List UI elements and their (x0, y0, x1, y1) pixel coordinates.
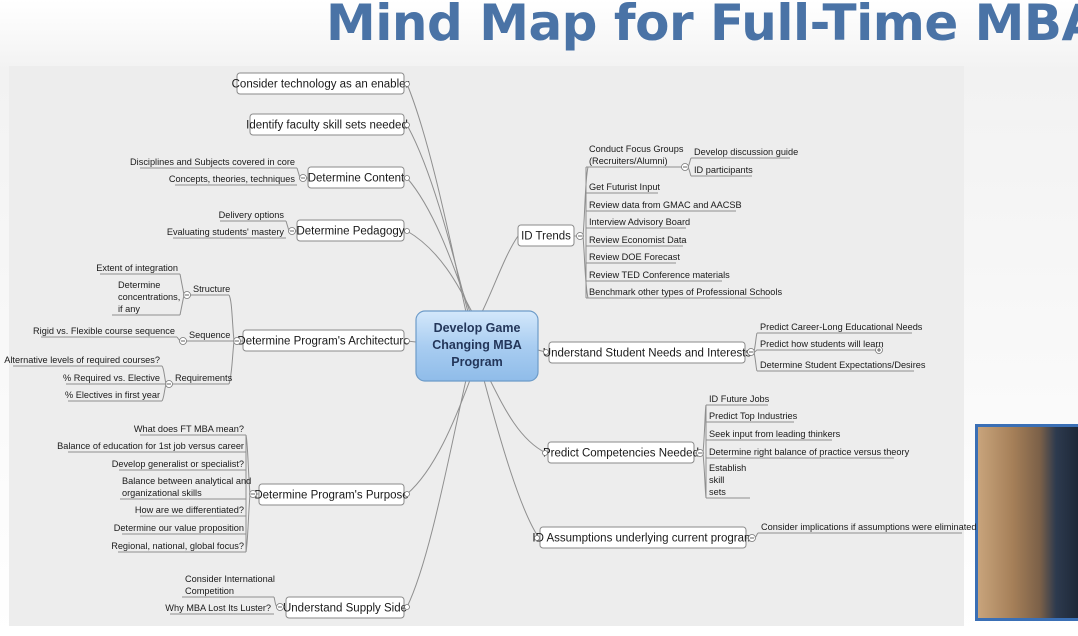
subtopic-doe-forecast: Review DOE Forecast (589, 252, 680, 262)
topic-id-trends[interactable]: ID Trends Conduct Focus Groups (Recruite… (517, 144, 798, 299)
subtopic-intl-line1: Consider International (185, 574, 275, 584)
subtopic-analytical-line1: Balance between analytical and (122, 476, 251, 486)
topic-predict-competencies[interactable]: Predict Competencies Needed ID Future Jo… (542, 394, 910, 499)
webcam-video (978, 427, 1078, 618)
subtopic-how-students-learn: Predict how students will learn (760, 339, 884, 349)
topic-label: Understand Student Needs and Interests (543, 348, 752, 360)
subtopic-leading-thinkers: Seek input from leading thinkers (709, 429, 841, 439)
subtopic-ted-conference: Review TED Conference materials (589, 270, 730, 280)
topic-label: Determine Content (308, 173, 405, 185)
central-connectors (406, 83, 550, 608)
subtopic-alternative-levels: Alternative levels of required courses? (4, 355, 160, 365)
topic-label: ID Assumptions underlying current progra… (532, 533, 753, 545)
topic-supply-side[interactable]: Understand Supply Side Consider Internat… (165, 574, 410, 619)
subtopic-differentiated: How are we differentiated? (135, 505, 244, 515)
topic-label: Determine Pedagogy (296, 226, 404, 238)
subtopic-futurist-input: Get Futurist Input (589, 182, 660, 192)
subtopic-skill-sets-line3: sets (709, 487, 726, 497)
subtopic-intl-line2: Competition (185, 586, 234, 596)
subtopic-skill-sets-line2: skill (709, 475, 724, 485)
topic-consider-technology[interactable]: Consider technology as an enabler (232, 72, 410, 95)
presenter-webcam (975, 424, 1078, 621)
topic-identify-faculty[interactable]: Identify faculty skill sets needed (246, 113, 410, 136)
subtopic-value-proposition: Determine our value proposition (114, 523, 244, 533)
subtopic-benchmark: Benchmark other types of Professional Sc… (589, 287, 782, 297)
subtopic-id-participants: ID participants (694, 165, 753, 175)
subgroup-structure: Structure (193, 284, 230, 294)
slide-title: Mind Map for Full-Time MBA (326, 0, 1078, 52)
subtopic-gmac-aacsb: Review data from GMAC and AACSB (589, 200, 742, 210)
subtopic-practice-theory: Determine right balance of practice vers… (709, 447, 910, 457)
subtopic-economist-data: Review Economist Data (589, 235, 687, 245)
topic-label: Identify faculty skill sets needed (246, 120, 408, 132)
subtopic-extent-integration: Extent of integration (96, 263, 178, 273)
subtopic-career-long-needs: Predict Career-Long Educational Needs (760, 322, 923, 332)
subtopic-disciplines: Disciplines and Subjects covered in core (130, 157, 295, 167)
subtopic-generalist-specialist: Develop generalist or specialist? (112, 459, 244, 469)
central-node[interactable]: Develop Game Changing MBA Program (415, 310, 539, 382)
subtopic-advisory-board: Interview Advisory Board (589, 217, 690, 227)
subtopic-required-elective: % Required vs. Elective (63, 373, 160, 383)
subgroup-sequence: Sequence (189, 330, 230, 340)
subtopic-lost-luster: Why MBA Lost Its Luster? (165, 603, 271, 613)
topic-student-needs[interactable]: Understand Student Needs and Interests P… (543, 322, 926, 372)
subtopic-concentrations-line3: if any (118, 304, 140, 314)
subtopic-rigid-flexible: Rigid vs. Flexible course sequence (33, 326, 175, 336)
subtopic-concentrations-line2: concentrations, (118, 292, 180, 302)
topic-label: ID Trends (521, 231, 571, 243)
subtopic-ft-mba-mean: What does FT MBA mean? (134, 424, 244, 434)
subtopic-concentrations-line1: Determine (118, 280, 160, 290)
subtopic-future-jobs: ID Future Jobs (709, 394, 770, 404)
topic-label: Consider technology as an enabler (232, 79, 410, 91)
central-line-2: Changing MBA (432, 338, 522, 352)
topic-determine-content[interactable]: Determine Content Disciplines and Subjec… (130, 157, 410, 189)
subtopic-evaluating-mastery: Evaluating students' mastery (167, 227, 285, 237)
topic-program-architecture[interactable]: Determine Program's Architecture Structu… (4, 263, 410, 402)
topic-program-purpose[interactable]: Determine Program's Purpose What does FT… (57, 424, 410, 553)
subtopic-expectations: Determine Student Expectations/Desires (760, 360, 926, 370)
subtopic-discussion-guide: Develop discussion guide (694, 147, 798, 157)
subtopic-focus-groups-line2: (Recruiters/Alumni) (589, 156, 668, 166)
central-line-1: Develop Game (434, 321, 521, 335)
central-line-3: Program (451, 355, 502, 369)
topic-label: Understand Supply Side (283, 603, 407, 615)
subgroup-requirements: Requirements (175, 373, 233, 383)
subtopic-top-industries: Predict Top Industries (709, 411, 798, 421)
subtopic-regional-focus: Regional, national, global focus? (111, 541, 244, 551)
subtopic-focus-groups-line1: Conduct Focus Groups (589, 144, 684, 154)
topic-label: Determine Program's Architecture (237, 336, 409, 348)
subtopic-implications: Consider implications if assumptions wer… (761, 522, 977, 532)
subtopic-concepts: Concepts, theories, techniques (169, 174, 296, 184)
subtopic-analytical-line2: organizational skills (122, 488, 202, 498)
subtopic-electives-first-year: % Electives in first year (65, 390, 160, 400)
subtopic-skill-sets-line1: Establish (709, 463, 746, 473)
subtopic-balance-job-career: Balance of education for 1st job versus … (57, 441, 244, 451)
topic-id-assumptions[interactable]: ID Assumptions underlying current progra… (532, 522, 977, 549)
topic-label: Determine Program's Purpose (254, 490, 408, 502)
topic-determine-pedagogy[interactable]: Determine Pedagogy Delivery options Eval… (167, 210, 410, 242)
topic-label: Predict Competencies Needed (543, 448, 699, 460)
subtopic-delivery-options: Delivery options (219, 210, 285, 220)
